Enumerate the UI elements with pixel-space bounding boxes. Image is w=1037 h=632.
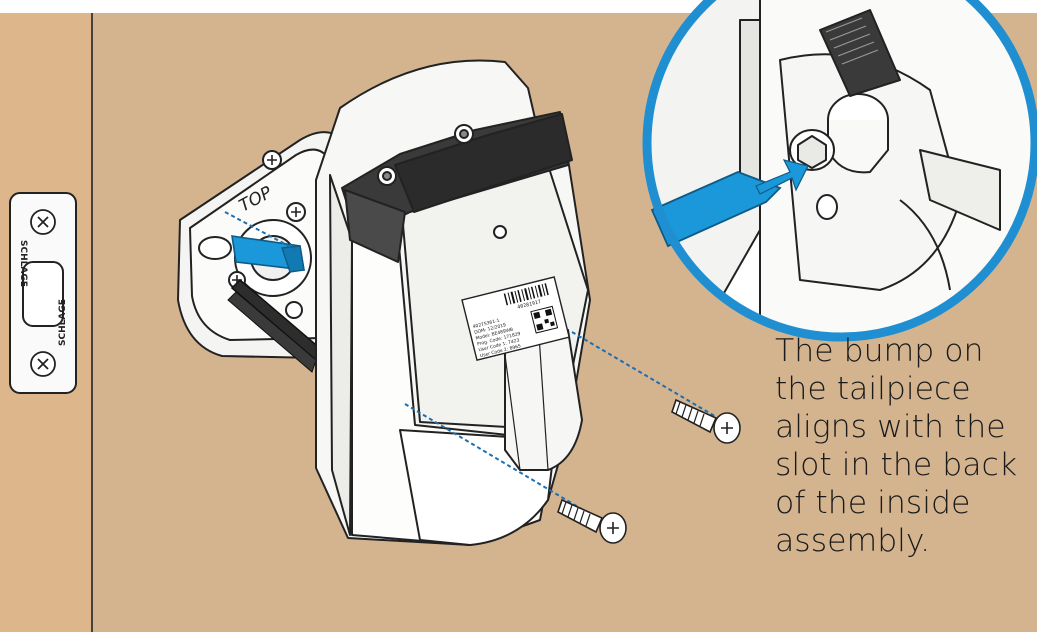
- strike-plate: SCHLAGE SCHLAGE: [9, 192, 77, 394]
- blue-tailpiece: [231, 235, 305, 273]
- caption-line: The bump on: [775, 333, 984, 369]
- caption-text: The bump on the tailpiece aligns with th…: [775, 332, 1030, 560]
- zoom-arrow: [755, 159, 809, 195]
- caption-line: assembly.: [775, 523, 931, 559]
- caption-line: the tailpiece: [775, 371, 971, 407]
- screw-lower: [557, 498, 627, 544]
- caption-line: of the inside: [775, 485, 971, 521]
- zoom-inset: [642, 0, 1037, 342]
- strike-brand-upper: SCHLAGE: [18, 240, 28, 287]
- caption-line: aligns with the: [775, 409, 1006, 445]
- strike-brand-lower: SCHLAGE: [58, 299, 68, 346]
- barcode-number: 40281917: [517, 299, 542, 311]
- alignment-line-tailpiece: [224, 211, 301, 253]
- alignment-line-lower-screw: [404, 403, 601, 521]
- zoom-ring: [642, 0, 1037, 342]
- qr-code: [530, 305, 559, 334]
- zoom-tailpiece: [650, 171, 782, 248]
- screw-upper: [671, 398, 741, 444]
- barcode: [503, 283, 549, 306]
- caption-line: slot in the back: [775, 447, 1018, 483]
- alignment-line-upper-screw: [571, 331, 719, 419]
